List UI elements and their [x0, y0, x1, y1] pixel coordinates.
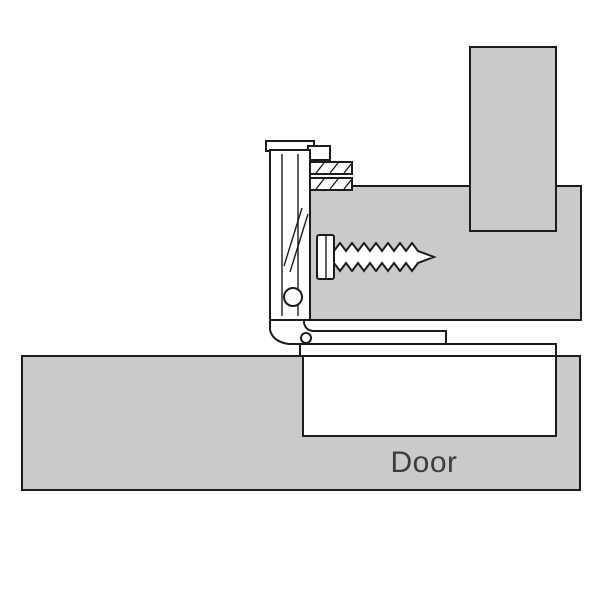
mounting-screw	[316, 234, 437, 280]
hinge-tab-upper	[309, 161, 353, 175]
hinge-tab-lower	[309, 177, 353, 191]
hinge-top-step	[307, 145, 331, 161]
door-label: Door	[390, 446, 457, 479]
hinge-arm-bracket	[269, 319, 447, 345]
hinge-arm-joint	[300, 332, 312, 344]
hinge-arm	[269, 319, 557, 357]
cabinet-panels	[308, 46, 582, 321]
hinge-spring-lines	[283, 207, 309, 273]
screw-threads	[333, 241, 437, 273]
hinge-flange-plate	[299, 343, 557, 357]
door-hinge-recess	[302, 355, 557, 437]
hinge-tab-hatch	[315, 162, 353, 190]
door-panel: Door	[21, 355, 581, 491]
hinge-pivot-pin	[283, 287, 303, 307]
cabinet-vertical-panel	[469, 46, 557, 232]
